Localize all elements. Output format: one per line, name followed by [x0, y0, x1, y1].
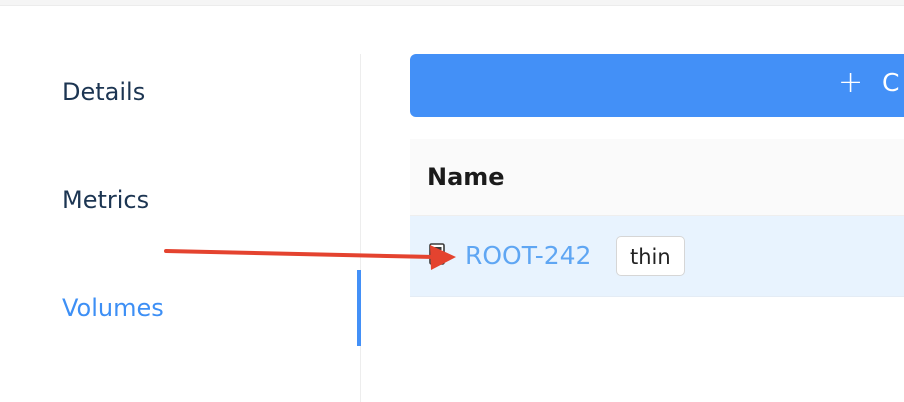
volume-type-tag: thin [616, 236, 685, 276]
sidebar-nav: Details Metrics Volumes [0, 0, 361, 402]
create-button[interactable]: + C [410, 54, 904, 117]
volume-icon [429, 243, 445, 265]
volumes-table: Name ROOT-242 thin [410, 139, 904, 297]
plus-icon: + [838, 65, 864, 100]
volume-name-link[interactable]: ROOT-242 [465, 241, 592, 270]
top-border [0, 0, 904, 6]
table-header: Name [410, 139, 904, 216]
table-row[interactable]: ROOT-242 thin [410, 216, 904, 297]
sidebar-item-metrics[interactable]: Metrics [62, 186, 150, 214]
active-tab-indicator [357, 270, 361, 346]
sidebar-item-details[interactable]: Details [62, 78, 146, 106]
column-header-name[interactable]: Name [427, 163, 505, 191]
sidebar-divider [360, 54, 361, 402]
create-button-label: C [882, 68, 900, 97]
sidebar-item-volumes[interactable]: Volumes [62, 294, 164, 322]
